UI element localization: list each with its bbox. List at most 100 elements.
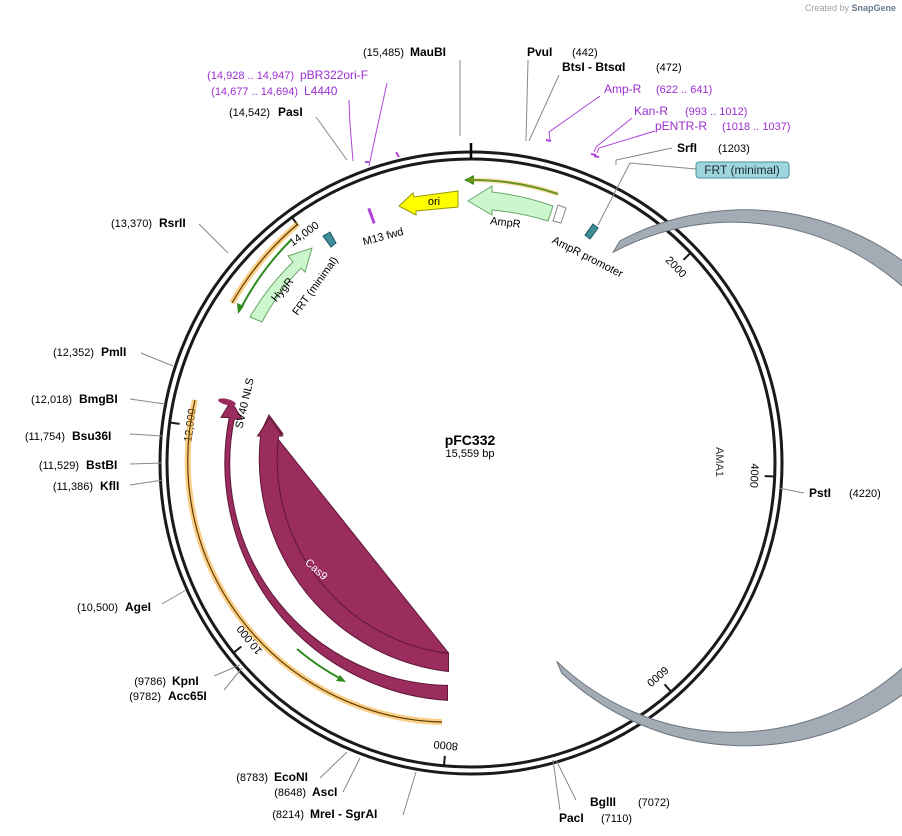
leader-econi — [319, 751, 348, 779]
snapgene-logo-text: SnapGene — [851, 3, 896, 13]
site-name-bmgbi: BmgBI — [79, 392, 118, 406]
orf-arrow-head-3 — [464, 175, 474, 185]
primer-pos-kan-r: (993 .. 1012) — [685, 106, 747, 118]
site-name-acc65i: Acc65I — [168, 689, 207, 703]
leader-bsu36i — [129, 433, 164, 437]
leader-frt-callout — [597, 162, 697, 226]
primer-marker-kan-r — [590, 153, 597, 156]
site-pos-rsrii: (13,370) — [111, 218, 152, 230]
site-labels: (15,485) MauBI PvuI (442) BtsI - BtsαI (… — [25, 45, 881, 825]
leader-agei — [161, 589, 187, 605]
site-name-pvui: PvuI — [527, 45, 552, 59]
site-pos-psti: (4220) — [849, 488, 881, 500]
primer-pos-amp-r: (622 .. 641) — [656, 84, 712, 96]
leader-kfli — [129, 479, 164, 486]
site-name-maubi: MauBI — [410, 45, 446, 59]
tick-mark-3 — [442, 755, 446, 766]
leader-paci — [552, 759, 561, 811]
frt-callout[interactable]: FRT (minimal) — [695, 161, 790, 179]
feature-ampr[interactable] — [467, 185, 554, 222]
site-name-agei: AgeI — [125, 600, 151, 614]
site-pos-econi: (8783) — [236, 772, 268, 784]
leader-rsrii — [198, 223, 229, 254]
primer-markers — [365, 139, 600, 163]
site-name-econi: EcoNI — [274, 770, 308, 784]
feature-frt-minimal-right[interactable] — [584, 223, 599, 240]
site-name-kfli: KflI — [100, 479, 119, 493]
primer-marker-amp-r — [545, 139, 552, 142]
plasmid-size: 15,559 bp — [445, 448, 495, 460]
feature-label-ori: ori — [428, 196, 440, 208]
primer-pos-pentr-r: (1018 .. 1037) — [722, 121, 791, 133]
site-name-kpni: KpnI — [172, 674, 199, 688]
backbone-outer-ring — [158, 150, 784, 776]
site-pos-srfi: (1203) — [718, 143, 750, 155]
feature-m13-fwd[interactable] — [367, 207, 376, 224]
site-name-mrei: MreI - SgrAI — [310, 807, 377, 821]
primer-name-pbr322ori-f: pBR322ori-F — [300, 68, 368, 82]
site-name-btsi: BtsI - BtsαI — [562, 60, 625, 74]
site-name-paci: PacI — [559, 811, 584, 825]
primer-name-amp-r: Amp-R — [604, 82, 642, 96]
primer-pos-l4440: (14,677 .. 14,694) — [211, 86, 298, 98]
tick-mark-4 — [232, 645, 242, 654]
primer-marker-l4440 — [395, 151, 400, 158]
site-pos-pasi: (14,542) — [229, 107, 270, 119]
site-name-bglii: BglII — [590, 795, 616, 809]
feature-label-ampr: AmpR — [489, 215, 521, 231]
site-pos-bsu36i: (11,754) — [25, 431, 65, 443]
plasmid-name: pFC332 — [444, 432, 496, 448]
site-name-bstbi: BstBI — [86, 458, 117, 472]
site-pos-acc65i: (9782) — [129, 691, 161, 703]
feature-label-ama1: AMA1 — [713, 447, 725, 477]
feature-sv40-nls[interactable] — [218, 397, 237, 407]
site-pos-maubi: (15,485) — [363, 47, 404, 59]
leader-srfi — [615, 147, 673, 165]
site-name-srfi: SrfI — [677, 141, 697, 155]
backbone-inner-ring — [165, 157, 777, 769]
leader-btsi — [528, 74, 560, 142]
site-name-rsrii: RsrII — [159, 216, 186, 230]
site-name-psti: PstI — [809, 486, 831, 500]
feature-layer: AMA1 Cas9 Cas9 SV40 NLS HygR FRT (minima… — [184, 175, 902, 747]
leader-acc65i — [223, 667, 243, 691]
site-pos-paci: (7110) — [601, 813, 632, 825]
leader-amp-r — [548, 95, 601, 141]
orf-arrow-hygr-green — [239, 239, 292, 311]
primer-name-l4440: L4440 — [304, 84, 338, 98]
feature-cas9-inner-body[interactable] — [256, 417, 449, 673]
feature-hygr[interactable] — [249, 247, 313, 323]
tick-mark-5 — [169, 421, 180, 425]
feature-frt-minimal-left[interactable] — [322, 231, 337, 248]
leader-psti — [778, 487, 805, 494]
leader-bstbi — [129, 462, 163, 465]
feature-label-m13-fwd: M13 fwd — [362, 226, 405, 248]
site-pos-btsi: (472) — [656, 62, 682, 74]
frt-callout-label: FRT (minimal) — [704, 163, 780, 177]
orf-arrow-ampr-green — [467, 178, 559, 195]
leader-pasi — [315, 116, 348, 161]
orf-arrow-head-2 — [237, 303, 244, 314]
leader-kan-r — [593, 117, 633, 153]
primer-labels: (14,928 .. 14,947) pBR322ori-F (14,677 .… — [207, 68, 790, 133]
feature-cas9-outer[interactable] — [220, 399, 448, 701]
site-pos-mrei: (8214) — [272, 809, 304, 821]
primer-marker-pentr-r — [593, 155, 600, 158]
leader-pentr-r — [596, 130, 656, 154]
site-pos-pvui: (442) — [572, 47, 598, 59]
plasmid-title: pFC332 15,559 bp — [370, 432, 570, 460]
tick-label-2: 6000 — [644, 663, 670, 688]
primer-pos-pbr322ori-f: (14,928 .. 14,947) — [207, 70, 294, 82]
feature-ampr-promoter[interactable] — [552, 204, 567, 224]
orf-arc-hygr-line — [231, 223, 299, 304]
leader-l4440 — [348, 99, 354, 162]
leader-bmgbi — [129, 398, 166, 405]
primer-name-pentr-r: pENTR-R — [655, 119, 707, 133]
feature-ori[interactable] — [398, 190, 459, 216]
site-pos-asci: (8648) — [274, 787, 306, 799]
feature-ama1[interactable] — [556, 209, 902, 747]
leader-kpni — [213, 664, 241, 677]
orf-arrow-head-1 — [336, 675, 346, 682]
site-leader-lines — [129, 59, 805, 816]
